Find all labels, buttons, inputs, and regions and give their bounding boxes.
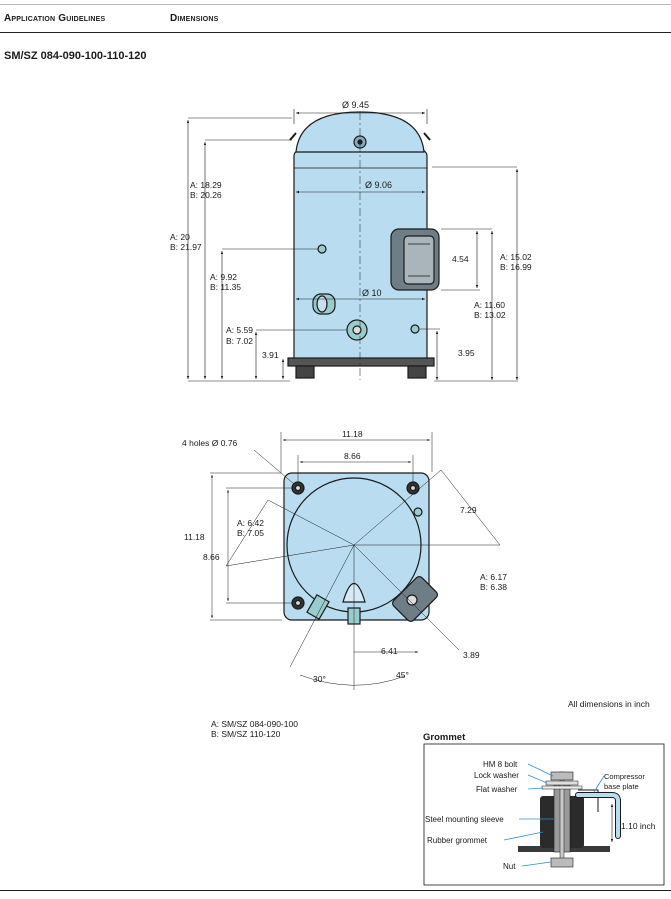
top-width-inner: 8.66 [344, 451, 361, 461]
side-h-top-b: B: 20.26 [190, 190, 222, 200]
top-radius-left-b: B: 7.05 [237, 528, 264, 538]
grommet-nut: Nut [503, 862, 516, 871]
side-h-right-a: A: 15.02 [500, 252, 532, 262]
grommet-title: Grommet [423, 732, 466, 743]
side-h-suction-b: B: 11.35 [210, 282, 241, 292]
side-h-suction-a: A: 9.92 [210, 272, 237, 282]
grommet-base-plate-2: base plate [604, 782, 639, 791]
side-h-right-b: B: 16.99 [500, 262, 532, 272]
top-holes: 4 holes Ø 0.76 [182, 438, 238, 448]
grommet-base-plate-1: Compressor [604, 772, 645, 781]
side-h-total-a: A: 20 [170, 232, 190, 242]
top-offset-right: 3.89 [463, 650, 480, 660]
side-h-box-a: A: 11.60 [474, 300, 505, 310]
compressor-side-body [287, 111, 440, 379]
side-h-discharge-a: A: 5.59 [226, 325, 253, 335]
grommet-lock-washer: Lock washer [474, 771, 519, 780]
side-view: Ø 9.45 Ø 9.06 Ø 10 A: 18.29 B: 20.26 A: … [170, 100, 532, 382]
side-h-base-left: 3.91 [262, 350, 279, 360]
side-h-base-right: 3.95 [458, 348, 475, 358]
top-offset-bottom: 6.41 [381, 646, 398, 656]
top-width-outer: 11.18 [342, 429, 363, 439]
grommet-rubber: Rubber grommet [427, 836, 488, 845]
side-h-top-a: A: 18.29 [190, 180, 222, 190]
top-height-inner: 8.66 [203, 552, 220, 562]
header-section: Application Guidelines [4, 13, 106, 24]
top-height-outer: 11.18 [184, 532, 205, 542]
header-rule [0, 32, 671, 33]
page-title: SM/SZ 084-090-100-110-120 [4, 50, 147, 62]
page-header: Application Guidelines Dimensions [0, 0, 671, 34]
grommet-flat-washer: Flat washer [476, 785, 518, 794]
top-angle-right: 45° [396, 670, 409, 680]
header-subsection: Dimensions [170, 13, 219, 24]
side-h-box-height: 4.54 [452, 254, 469, 264]
top-angle-left: 30° [313, 674, 326, 684]
header-top-rule [0, 4, 671, 5]
legend-b: B: SM/SZ 110-120 [211, 729, 281, 739]
grommet-bolt: HM 8 bolt [483, 760, 518, 769]
grommet-detail: Grommet HM 8 bolt Loc [423, 732, 665, 886]
side-dia-body: Ø 9.06 [365, 180, 392, 190]
compressor-top-body [283, 472, 438, 625]
side-dia-mid: Ø 10 [362, 288, 382, 298]
footer-rule [0, 890, 671, 891]
top-diag: 7.29 [460, 505, 477, 515]
side-dia-top: Ø 9.45 [342, 100, 369, 110]
top-radius-left-a: A: 6.42 [237, 518, 264, 528]
grommet-height: 1.10 inch [621, 821, 656, 831]
side-h-discharge-b: B: 7.02 [226, 336, 253, 346]
top-view: 4 holes Ø 0.76 11.18 8.66 11.18 8.66 A: … [182, 429, 507, 690]
top-radius-right-a: A: 6.17 [480, 572, 507, 582]
units-note: All dimensions in inch [568, 699, 650, 709]
side-h-box-b: B: 13.02 [474, 310, 506, 320]
side-h-total-b: B: 21.97 [170, 242, 202, 252]
grommet-sleeve: Steel mounting sleeve [425, 815, 504, 824]
top-radius-right-b: B: 6.38 [480, 582, 507, 592]
legend-a: A: SM/SZ 084-090-100 [211, 719, 298, 729]
